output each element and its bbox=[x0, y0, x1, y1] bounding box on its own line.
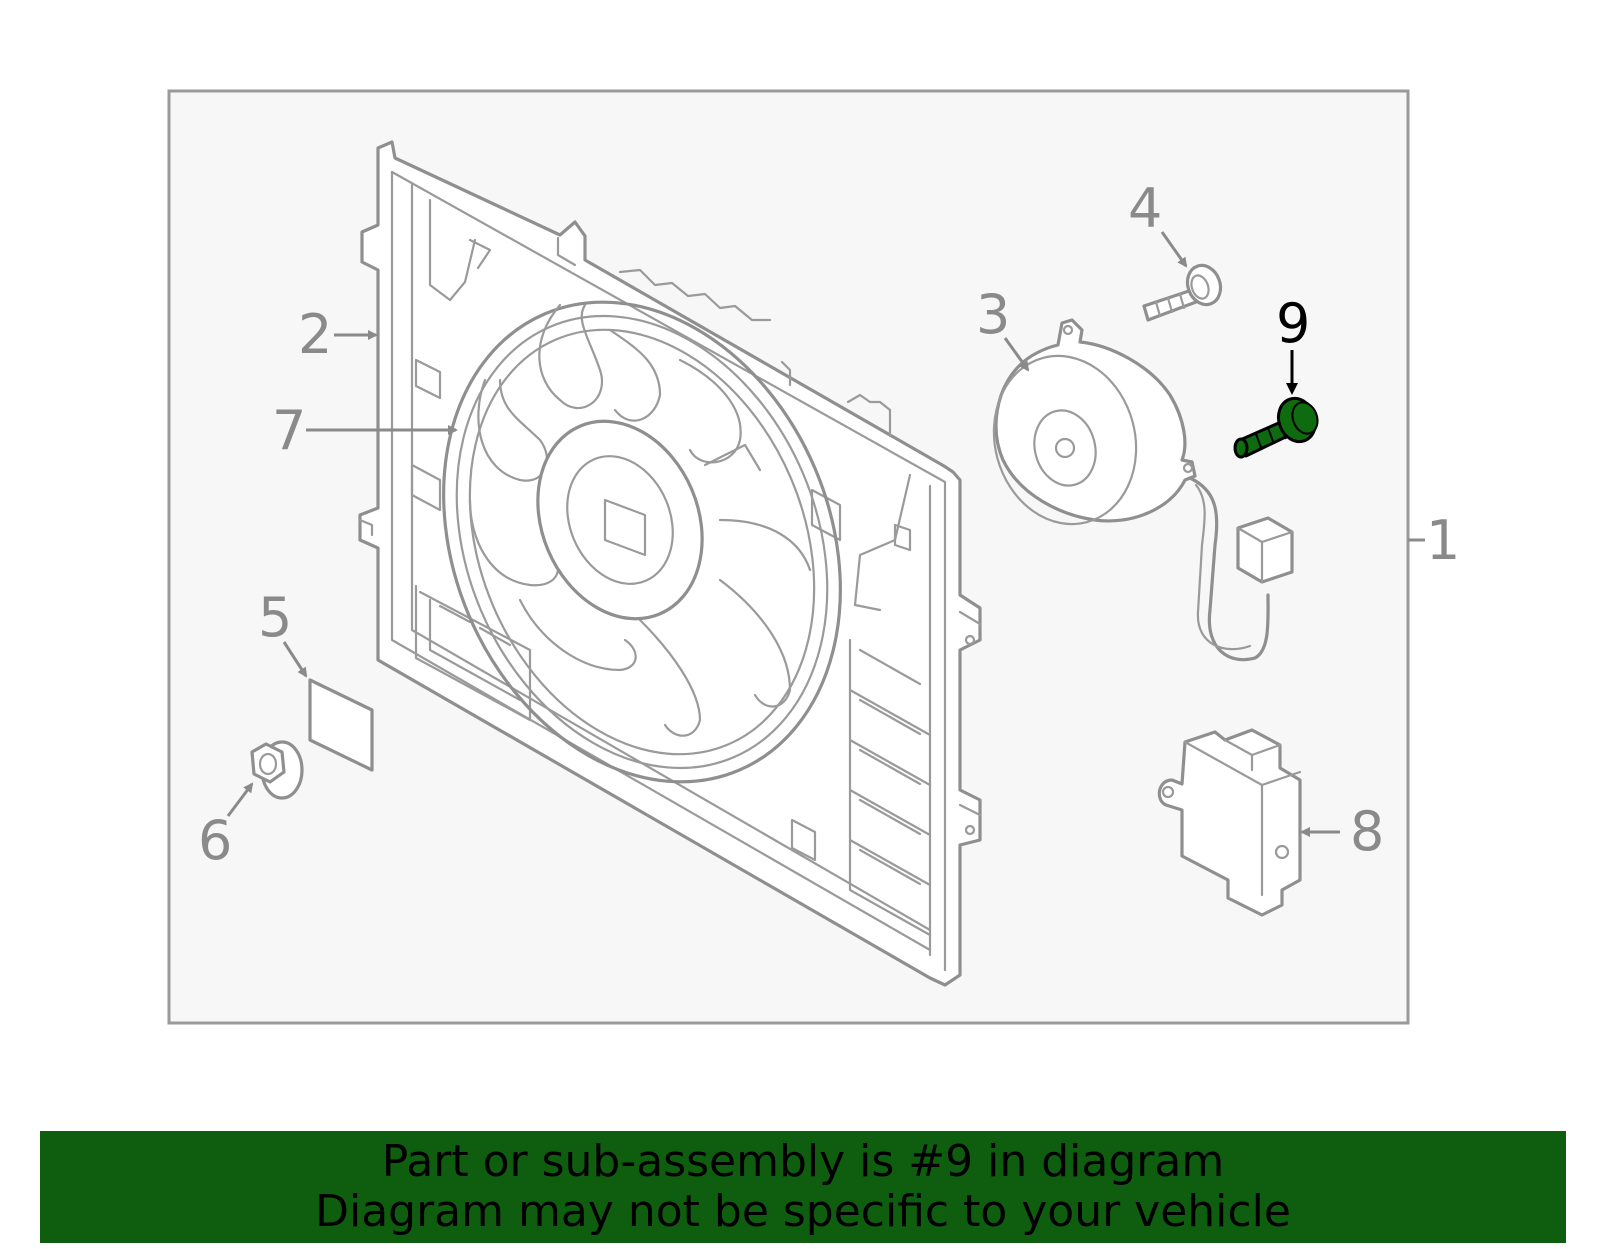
leader-4 bbox=[1160, 231, 1188, 268]
fan-blade-part bbox=[442, 300, 842, 784]
callout-1: 1 bbox=[1426, 509, 1460, 572]
nut-part-6 bbox=[250, 740, 304, 800]
callout-8: 8 bbox=[1350, 800, 1384, 863]
leader-5 bbox=[282, 641, 308, 678]
info-banner: Part or sub-assembly is #9 in diagram Di… bbox=[40, 1131, 1566, 1243]
control-module-part-8 bbox=[1157, 728, 1302, 917]
screw-part-4 bbox=[1142, 263, 1223, 322]
fan-motor-part bbox=[992, 318, 1294, 662]
banner-line-disclaimer: Diagram may not be specific to your vehi… bbox=[315, 1186, 1291, 1237]
bolt-part-9-highlighted bbox=[1233, 396, 1319, 459]
banner-line-part-number: Part or sub-assembly is #9 in diagram bbox=[381, 1136, 1225, 1187]
callout-9-highlighted: 9 bbox=[1276, 292, 1310, 355]
callout-4: 4 bbox=[1128, 177, 1162, 240]
leader-6 bbox=[226, 782, 254, 817]
callout-2: 2 bbox=[298, 303, 332, 366]
label-part-5 bbox=[308, 678, 374, 772]
callout-5: 5 bbox=[258, 586, 292, 649]
callout-3: 3 bbox=[976, 283, 1010, 346]
callout-7: 7 bbox=[272, 399, 306, 462]
leader-3 bbox=[1003, 337, 1030, 372]
callout-6: 6 bbox=[198, 809, 232, 872]
